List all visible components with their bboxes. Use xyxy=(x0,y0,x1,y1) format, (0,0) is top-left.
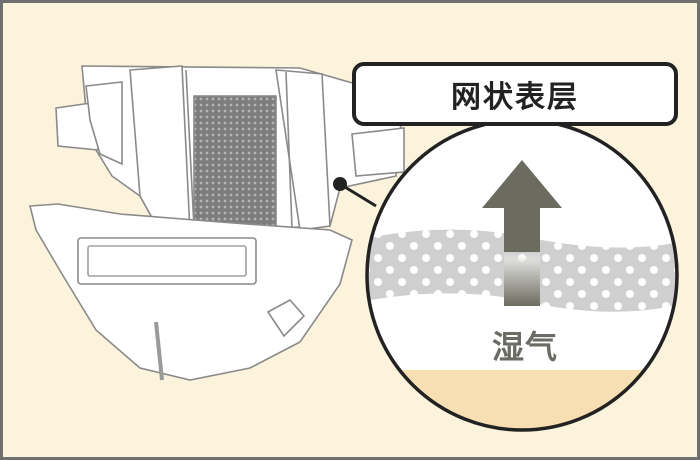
diaper-right-gather xyxy=(275,69,331,231)
diaper-front-tape-inner xyxy=(87,245,247,277)
diaper-illustration xyxy=(28,65,405,381)
diaper-side-fastener xyxy=(266,298,306,338)
diaper-front-seam xyxy=(154,321,164,381)
zoom-pointer-dot xyxy=(333,177,347,191)
moisture-label: 湿气 xyxy=(491,328,558,366)
diaper-left-fold xyxy=(85,81,123,166)
diaper-right-tab xyxy=(351,127,405,177)
mesh-surface-patch xyxy=(193,95,277,229)
up-arrow-icon xyxy=(482,160,562,252)
gather-line-left xyxy=(185,69,195,229)
callout-title: 网状表层 xyxy=(451,80,579,115)
callout-box: 网状表层 xyxy=(352,62,678,126)
moisture-arrow-stem xyxy=(504,252,540,306)
zoom-pointer-line xyxy=(339,182,377,208)
gather-line-right xyxy=(285,71,293,229)
diaper-front-tape-zone xyxy=(77,237,257,285)
